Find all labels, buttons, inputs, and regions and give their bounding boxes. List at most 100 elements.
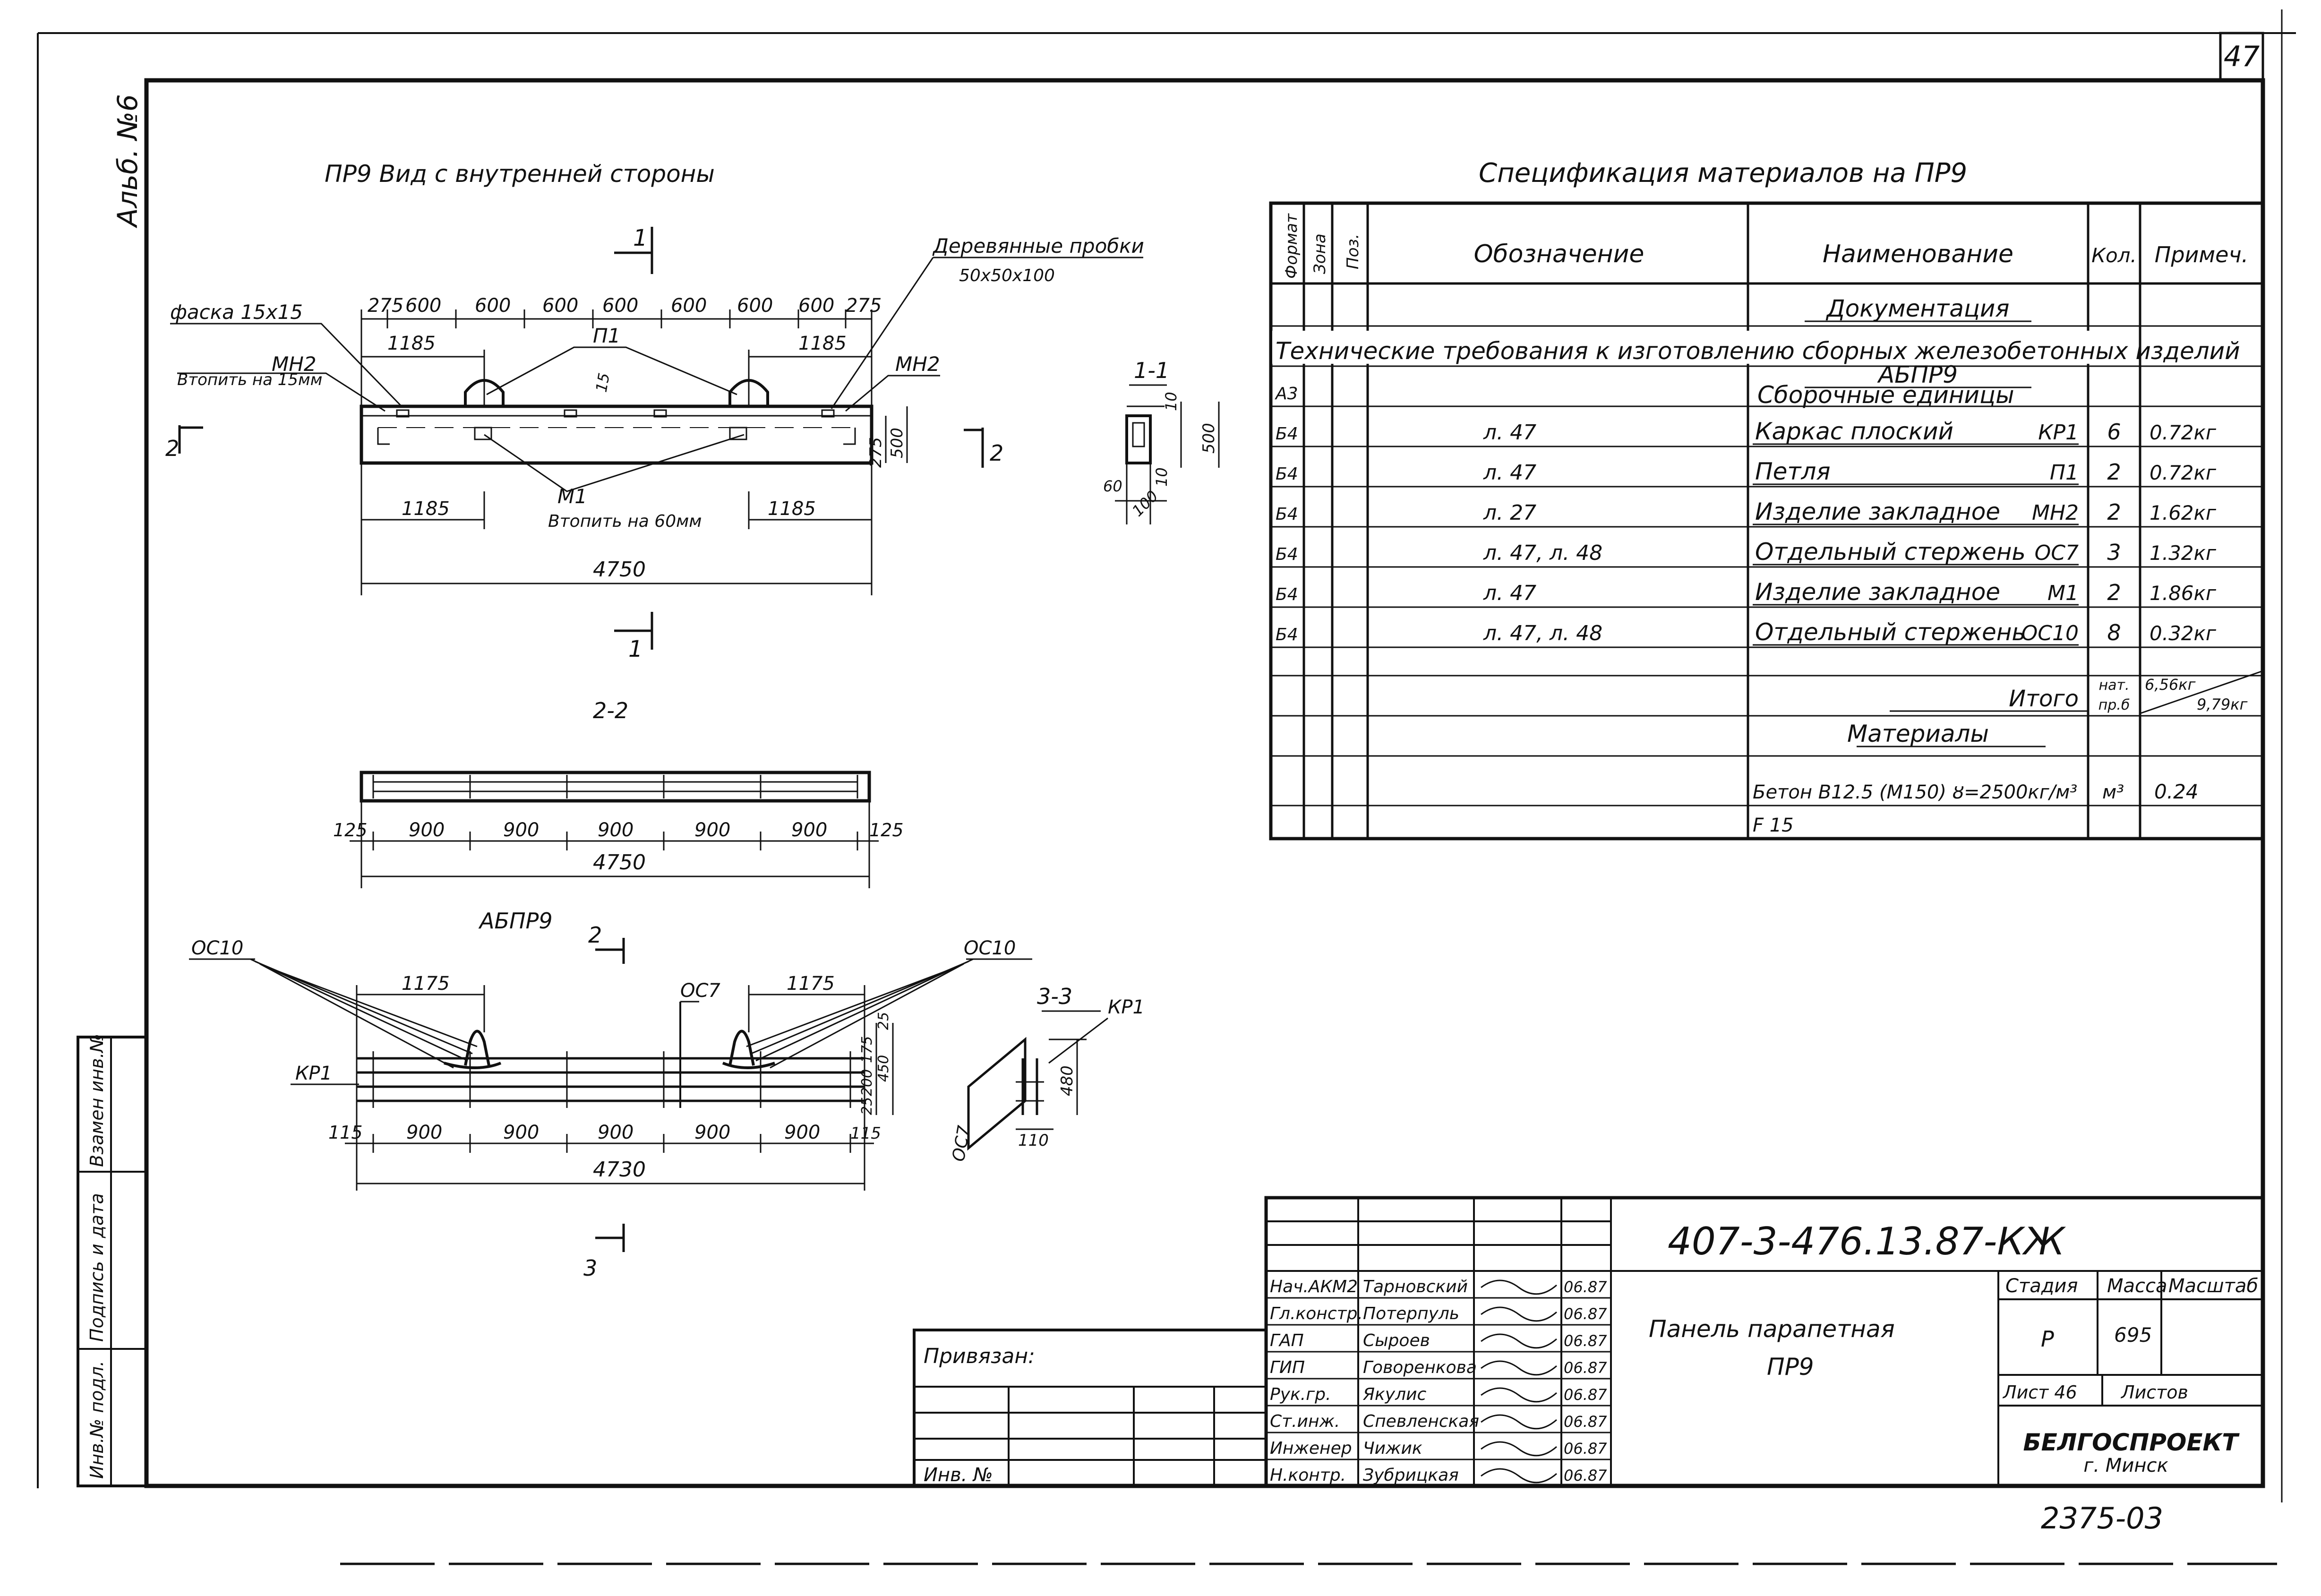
label-wood-plugs-size: 50х50х100 <box>959 266 1055 285</box>
tb-person-name: Якулис <box>1362 1385 1426 1404</box>
dim-top-2: 600 <box>405 295 441 317</box>
tb-person-name: Зубрицкая <box>1363 1466 1459 1485</box>
spec-row-qty: 2 <box>2107 499 2121 525</box>
spec-row-mark: М1 <box>2047 581 2079 605</box>
frame-dim-5: 900 <box>694 1122 730 1143</box>
tb-person-name: Потерпуль <box>1363 1304 1459 1323</box>
tb-privyazan: Привязан: <box>924 1344 1035 1368</box>
spec-row-format: Б4 <box>1276 585 1298 604</box>
frame-view: АБПР9 2 ОС10 О <box>189 908 1032 1281</box>
spec-h-note: Примеч. <box>2155 242 2249 267</box>
section-mark-2-right: 2 <box>990 440 1003 466</box>
tb-person-name: Говоренкова <box>1363 1358 1477 1377</box>
sec22-dim-1: 125 <box>333 820 368 841</box>
dim-top-3: 600 <box>475 295 511 317</box>
spec-total-qty-top: нат. <box>2098 677 2129 694</box>
label-kr1-left: КР1 <box>295 1063 332 1084</box>
sec22-dim-6: 900 <box>791 819 827 841</box>
tb-signature <box>1481 1468 1557 1484</box>
spec-row-name: Изделие закладное <box>1755 498 2000 525</box>
spec-row-format: Б4 <box>1276 625 1298 644</box>
sec11-dim-60: 60 <box>1103 477 1122 495</box>
strip-inv: Инв.№ подл. <box>86 1361 107 1479</box>
spec-row-format: Б4 <box>1276 545 1298 564</box>
spec-row-designation: л. 47 <box>1483 461 1536 485</box>
tb-role: Рук.гр. <box>1270 1385 1331 1404</box>
spec-h-format: Формат <box>1282 213 1301 279</box>
tb-date: 06.87 <box>1564 1386 1607 1404</box>
tb-bottom-code: 2375-03 <box>2041 1501 2163 1536</box>
tb-stage-h: Стадия <box>2005 1275 2078 1297</box>
dim-top-5: 600 <box>602 295 638 317</box>
dim-top-1: 275 <box>368 295 403 317</box>
spec-row-mark: КР1 <box>2038 420 2079 445</box>
frame-rdim-5: 450 <box>875 1055 892 1082</box>
frame-dim-7: 115 <box>850 1124 881 1143</box>
section-mark-1-bottom: 1 <box>628 636 643 662</box>
tb-city: г. Минск <box>2083 1455 2168 1476</box>
sheet-number-box <box>2219 32 2264 82</box>
sec22-dim-4: 900 <box>598 819 634 841</box>
tb-mass-h: Масса <box>2107 1275 2167 1297</box>
label-oc10-left: ОС10 <box>191 937 243 959</box>
spec-row-note: 1.62кг <box>2150 501 2217 524</box>
spec-total-note-top: 6,56кг <box>2145 676 2196 694</box>
sheet-number: 47 <box>2224 40 2260 73</box>
spec-concrete-qty: 0.24 <box>2154 780 2199 803</box>
spec-table: Спецификация материалов на ПР9 Формат Зо… <box>1269 158 2265 841</box>
frame-section-mark-2: 2 <box>588 922 602 948</box>
side-stamp: Альб. №6 <box>111 94 144 229</box>
spec-row-designation: л. 47, л. 48 <box>1483 541 1602 565</box>
section-2-2: 2-2 125 900 900 900 900 900 125 4750 <box>333 698 904 888</box>
sec33-kr1: КР1 <box>1108 996 1145 1018</box>
label-p1: П1 <box>593 324 620 347</box>
tb-sheet: Лист 46 <box>2002 1382 2077 1403</box>
tb-date: 06.87 <box>1564 1359 1607 1377</box>
frame-rdim-3: 175 <box>859 1036 875 1063</box>
tb-role: ГИП <box>1270 1358 1305 1377</box>
tb-person-name: Сыроев <box>1363 1331 1430 1350</box>
spec-row-name: Петля <box>1755 458 1831 485</box>
spec-row-mark: ОС10 <box>2021 621 2079 645</box>
frame-dim-1: 115 <box>328 1122 363 1143</box>
dim-top-7: 600 <box>737 295 773 317</box>
spec-row-note: 0.72кг <box>2150 461 2217 484</box>
spec-row-mark: МН2 <box>2032 501 2079 525</box>
dim-1185-lower-left: 1185 <box>402 498 450 520</box>
section-1-1-label: 1-1 <box>1134 358 1169 383</box>
spec-total-note-bottom: 9,79кг <box>2197 695 2248 713</box>
section-2-2-label: 2-2 <box>593 698 628 723</box>
tb-role: Нач.АКМ2 <box>1270 1277 1358 1296</box>
spec-row-name: Отдельный стержень <box>1755 538 2026 566</box>
spec-row-qty: 2 <box>2107 580 2121 605</box>
sec22-dim-5: 900 <box>694 819 730 841</box>
dim-1175-left: 1175 <box>402 973 450 995</box>
tb-signature <box>1481 1279 1557 1295</box>
spec-row-designation: л. 47, л. 48 <box>1483 621 1602 645</box>
tb-product-name: Панель парапетная <box>1649 1315 1895 1343</box>
tb-role: Инженер <box>1270 1439 1352 1458</box>
frame-section-mark-3: 3 <box>583 1255 597 1281</box>
spec-row-designation: л. 47 <box>1483 581 1536 605</box>
sec33-dim-480: 480 <box>1058 1065 1077 1096</box>
main-view-title: ПР9 Вид с внутренней стороны <box>325 160 715 188</box>
panel-body <box>360 404 874 465</box>
tb-org: БЕЛГОСПРОЕКТ <box>2023 1429 2240 1456</box>
spec-row-name: АБПР9 <box>1877 361 1958 388</box>
spec-row-qty: 2 <box>2107 459 2121 485</box>
sec11-dim-10a: 10 <box>1162 392 1180 411</box>
spec-row-note: 1.32кг <box>2150 541 2217 565</box>
spec-row-mark: П1 <box>2050 461 2079 485</box>
tb-date: 06.87 <box>1564 1305 1607 1323</box>
dim-1185-upper-left: 1185 <box>387 333 436 354</box>
spec-row-name: Отдельный стержень <box>1755 618 2026 646</box>
label-m1: М1 <box>557 485 587 508</box>
frame-total: 4730 <box>593 1158 646 1182</box>
tb-date: 06.87 <box>1564 1440 1607 1458</box>
label-wood-plugs: Деревянные пробки <box>932 234 1144 257</box>
frame-rdim-1: 25 <box>859 1097 875 1115</box>
tb-inv: Инв. № <box>924 1464 993 1486</box>
spec-h-zone: Зона <box>1310 233 1329 274</box>
tb-role: Гл.констр. <box>1270 1304 1363 1323</box>
